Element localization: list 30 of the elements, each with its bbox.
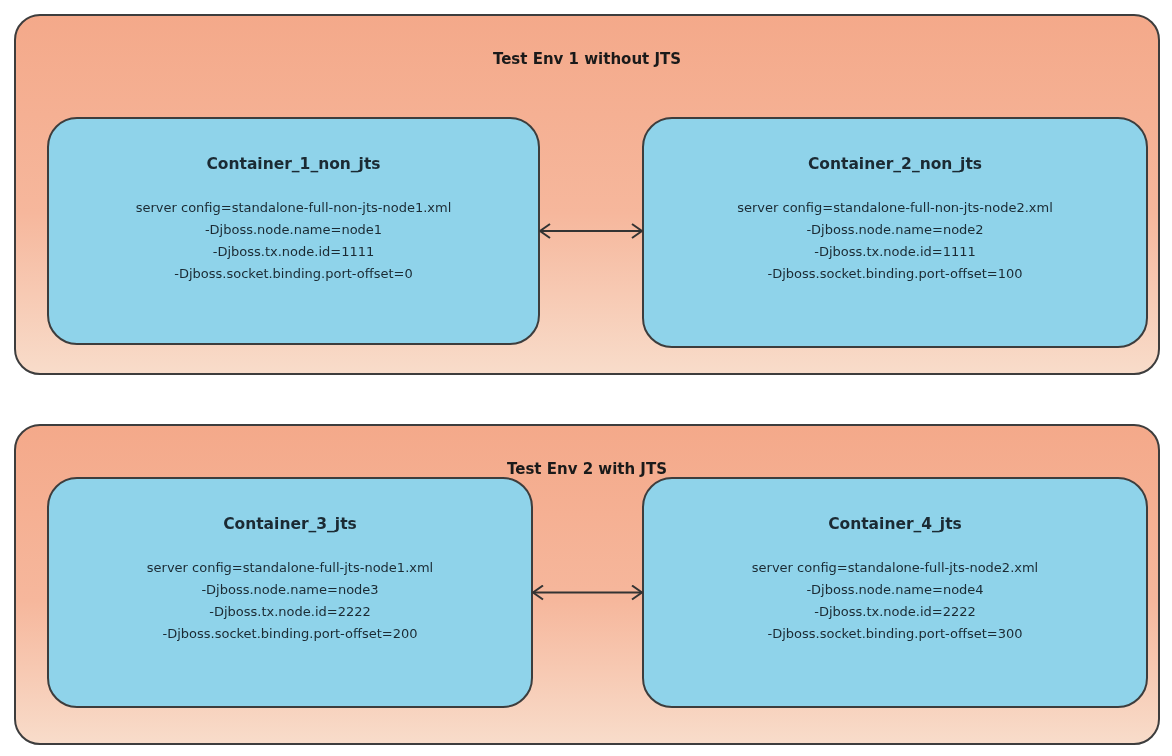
config-text: -Djboss.node.name=node3: [201, 581, 379, 599]
container-box: [642, 477, 1148, 708]
environment-panel: [14, 14, 1160, 375]
config-text: -Djboss.node.name=node4: [806, 581, 984, 599]
config-text: -Djboss.socket.binding.port-offset=100: [767, 265, 1023, 283]
config-text: -Djboss.tx.node.id=2222: [209, 603, 371, 621]
container-box: [47, 477, 533, 708]
config-text: -Djboss.socket.binding.port-offset=0: [174, 265, 413, 283]
config-text: server config=standalone-full-jts-node1.xml: [146, 559, 434, 577]
environment-title: Test Env 1 without JTS: [491, 50, 683, 68]
container-box: [642, 117, 1148, 348]
environment-panel: [14, 424, 1160, 745]
config-text: server config=standalone-full-non-jts-node2.xml: [737, 199, 1053, 217]
config-text: server config=standalone-full-jts-node2.xml: [751, 559, 1039, 577]
config-text: -Djboss.node.name=node1: [204, 221, 383, 239]
config-text: -Djboss.node.name=node2: [806, 221, 984, 239]
config-text: -Djboss.socket.binding.port-offset=200: [162, 625, 418, 643]
config-text: -Djboss.tx.node.id=1111: [814, 243, 976, 261]
config-text: server config=standalone-full-non-jts-node1.xml: [135, 199, 452, 217]
config-text: -Djboss.tx.node.id=2222: [814, 603, 976, 621]
double-arrow: [539, 223, 643, 239]
double-arrow: [532, 584, 643, 601]
environment-title: Test Env 2 with JTS: [506, 460, 668, 478]
config-text: -Djboss.tx.node.id=1111: [212, 243, 375, 261]
container-title: Container_4_jts: [828, 515, 962, 533]
container-title: Container_1_non_jts: [206, 155, 381, 173]
container-title: Container_3_jts: [223, 515, 357, 533]
config-text: -Djboss.socket.binding.port-offset=300: [767, 625, 1023, 643]
container-box: [47, 117, 540, 345]
container-title: Container_2_non_jts: [807, 155, 983, 173]
